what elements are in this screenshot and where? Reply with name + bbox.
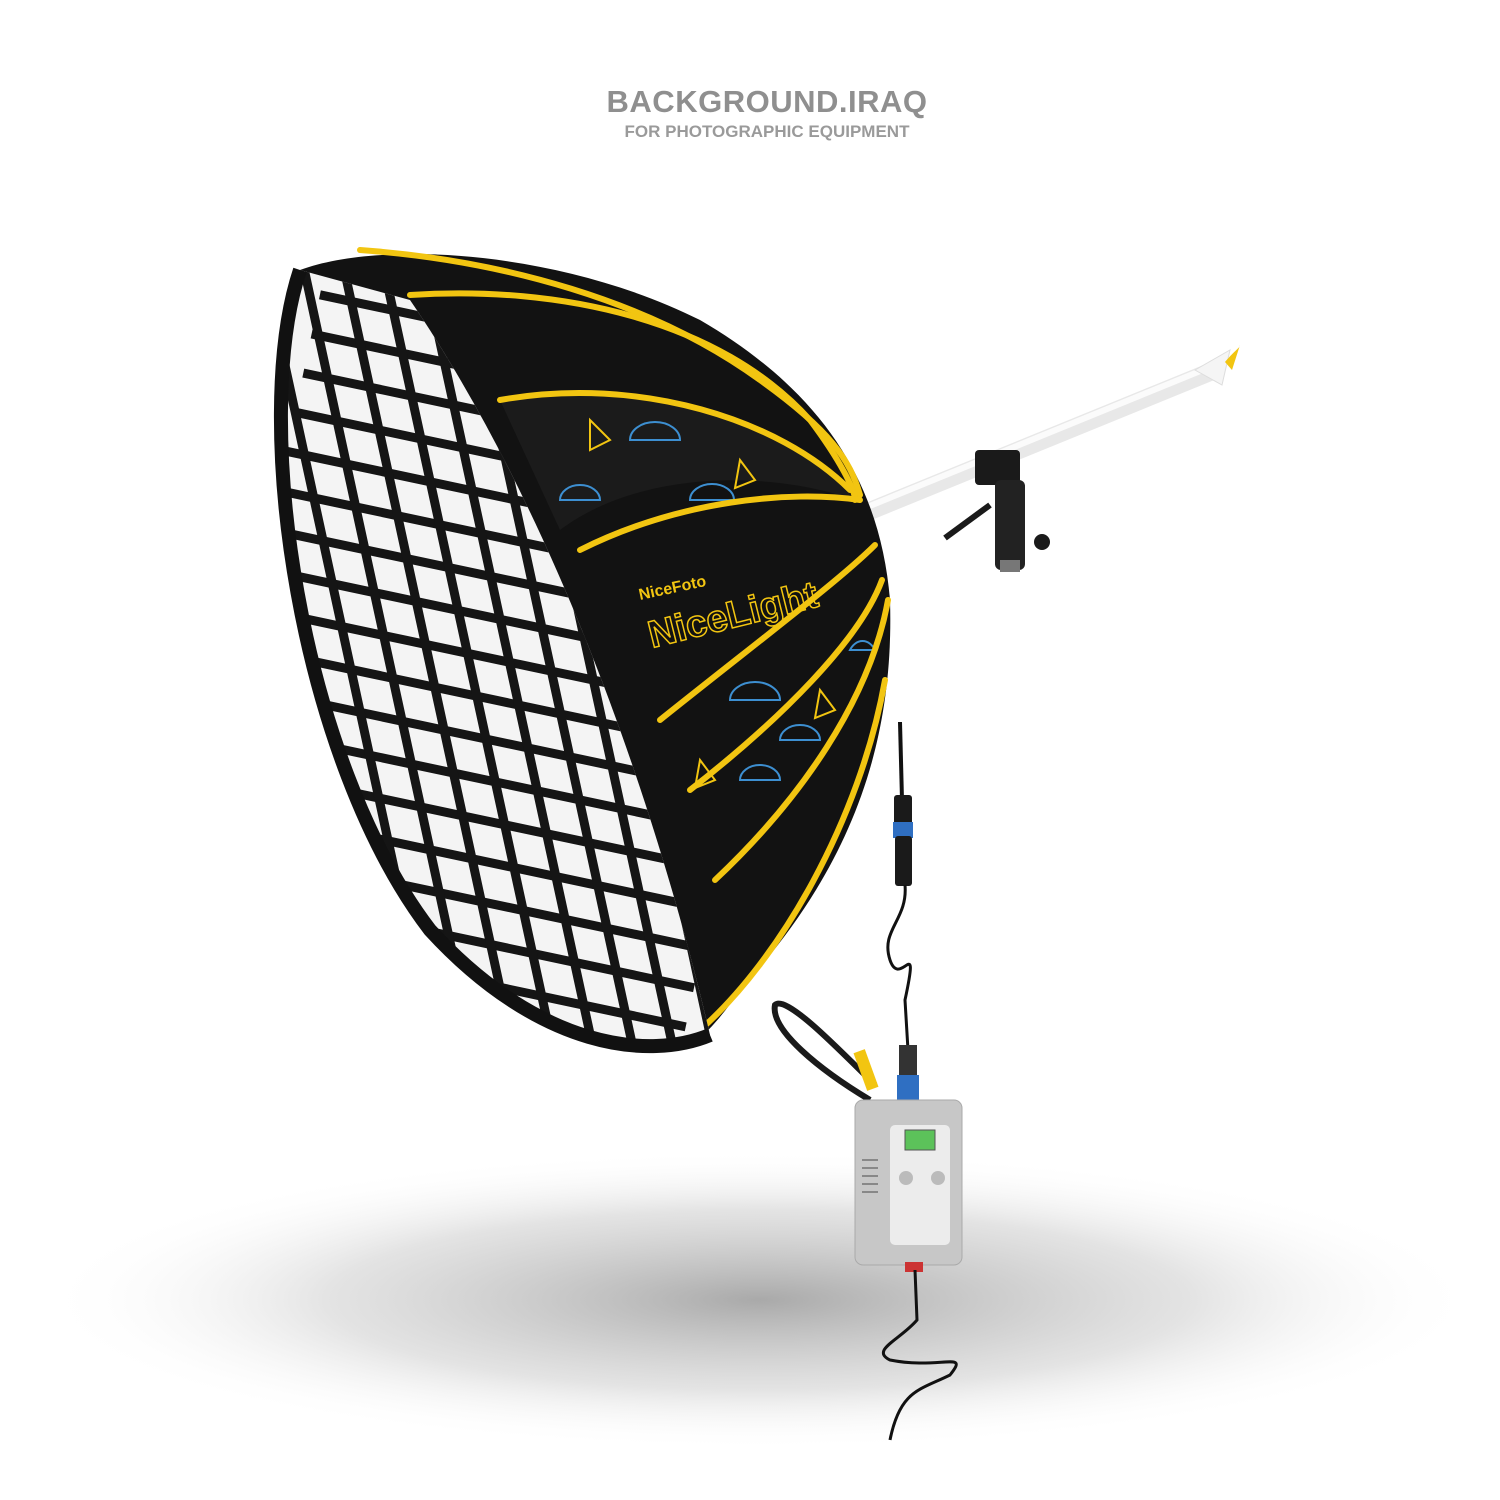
- light-stand-clamp: [943, 450, 1050, 572]
- brand-title: BACKGROUND.IRAQ: [606, 84, 928, 119]
- left-knob[interactable]: [899, 1171, 913, 1185]
- softbox: NiceFoto NiceLight: [273, 247, 891, 1054]
- antenna-cable: [886, 721, 919, 1100]
- brand-watermark: BACKGROUND.IRAQ FOR PHOTOGRAPHIC EQUIPME…: [0, 84, 1500, 142]
- wrist-strap: [771, 1000, 878, 1103]
- lcd-screen: [904, 1129, 936, 1151]
- power-controller: [854, 1099, 963, 1272]
- floor-shadow: [40, 1150, 1480, 1450]
- right-knob[interactable]: [931, 1171, 945, 1185]
- brand-subtitle: FOR PHOTOGRAPHIC EQUIPMENT: [624, 122, 910, 141]
- yellow-trim: [357, 247, 891, 1033]
- power-cord: [881, 1269, 958, 1441]
- boom-arm: [851, 345, 1240, 524]
